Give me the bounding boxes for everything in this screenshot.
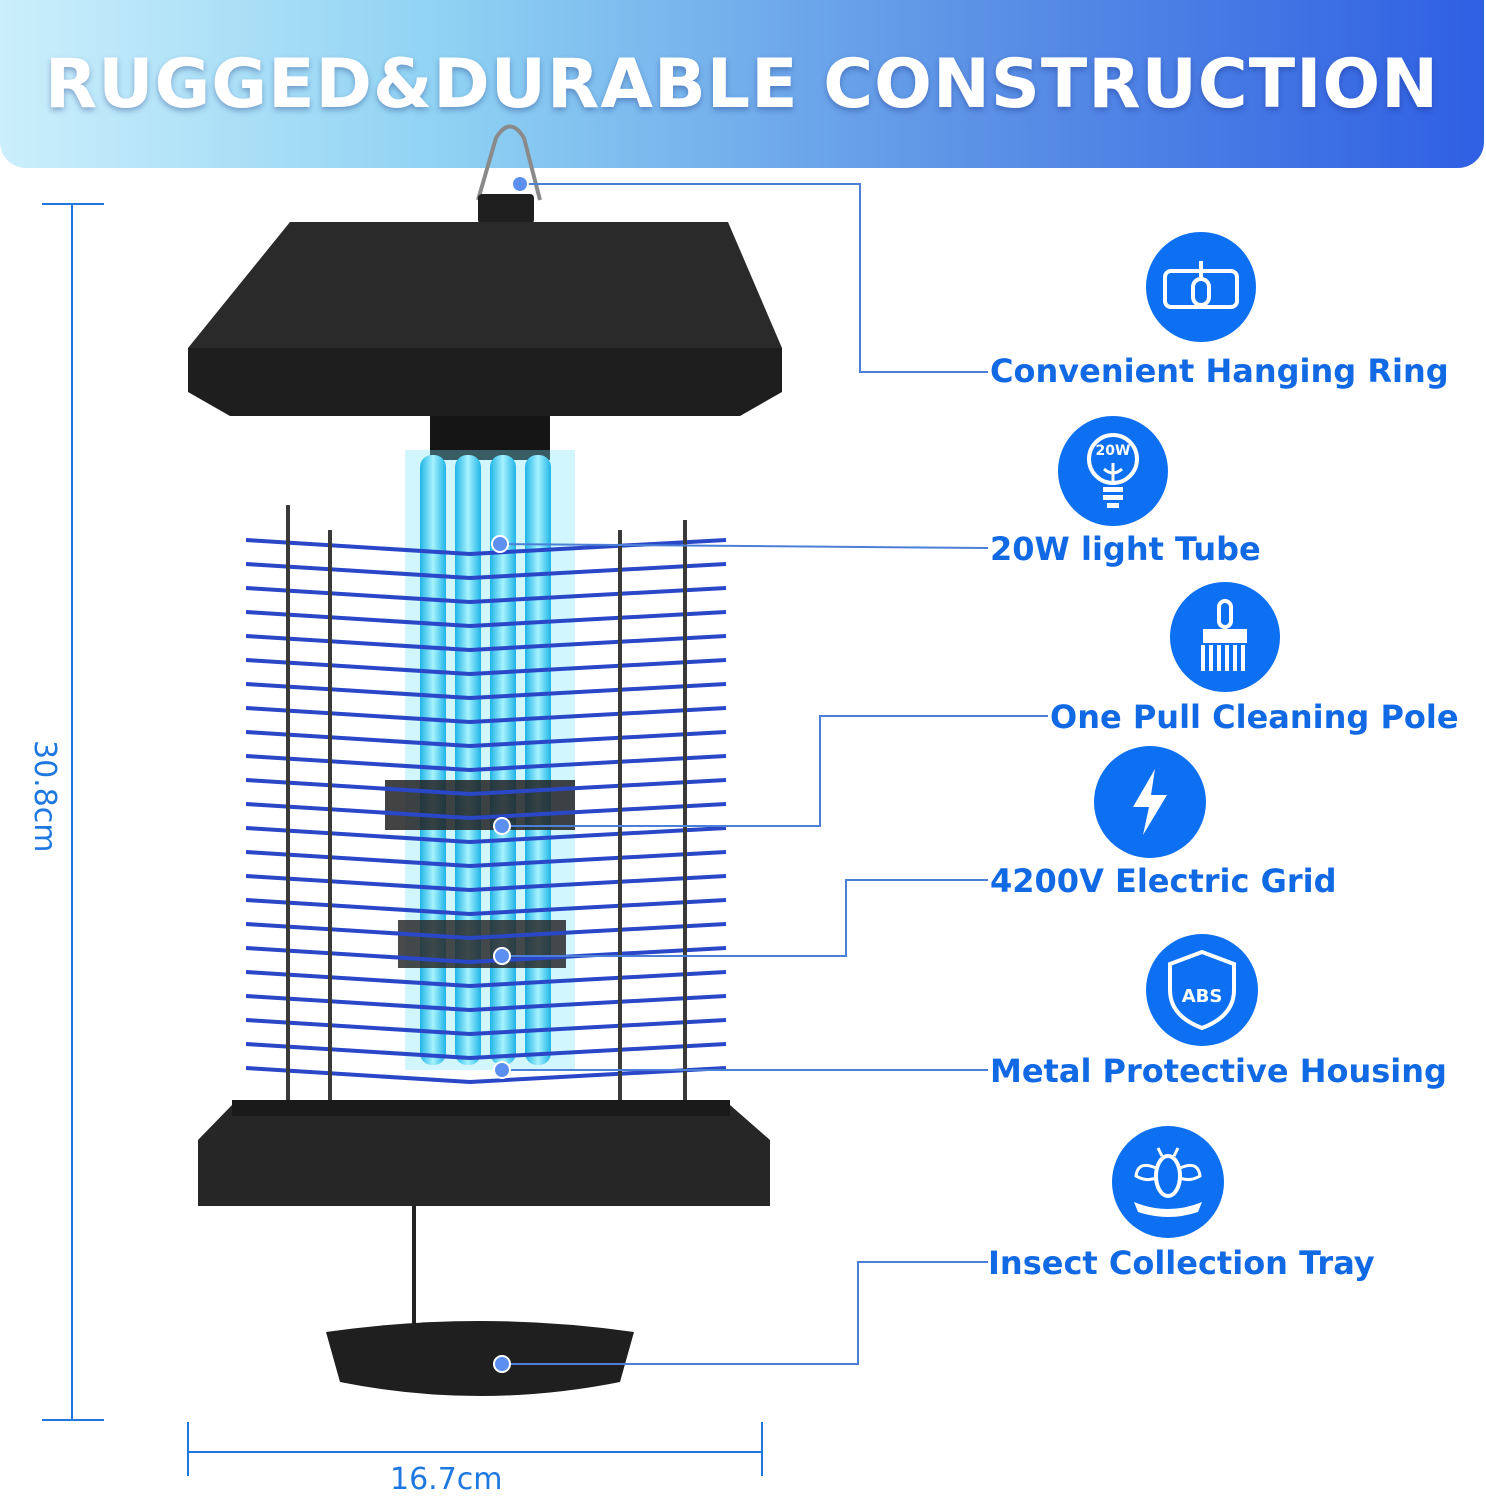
- feature-label-protective-housing: Metal Protective Housing: [990, 1052, 1447, 1090]
- shield-icon: ABS: [1146, 934, 1258, 1046]
- light-bulb-icon: 20W: [1058, 416, 1168, 526]
- grid-wire: [245, 946, 727, 965]
- grid-wire: [245, 826, 727, 845]
- header-banner: RUGGED&DURABLE CONSTRUCTION: [0, 0, 1484, 168]
- grid-wire: [245, 970, 727, 989]
- feature-label-collection-tray: Insect Collection Tray: [988, 1244, 1375, 1282]
- grid-wire: [245, 562, 727, 581]
- banner-title: RUGGED&DURABLE CONSTRUCTION: [44, 44, 1440, 124]
- insect-tray-icon: [1112, 1126, 1224, 1238]
- feature-label-hanging-ring: Convenient Hanging Ring: [990, 352, 1449, 390]
- grid-wire: [245, 898, 727, 917]
- lightning-icon: [1094, 746, 1206, 858]
- bulb-wattage: 20W: [1096, 443, 1131, 459]
- electric-grid: [245, 538, 727, 1085]
- base-housing: [198, 1105, 770, 1206]
- hanging-ring: [476, 124, 542, 201]
- brush-icon: [1170, 582, 1280, 692]
- grid-wire: [245, 754, 727, 773]
- callout-dots: [491, 175, 529, 1373]
- grid-wire: [245, 730, 727, 749]
- grid-wire: [245, 610, 727, 629]
- grid-wire: [245, 634, 727, 653]
- hanging-ring-icon: [1146, 232, 1256, 342]
- roof-top: [188, 222, 782, 348]
- grid-wire: [245, 802, 727, 821]
- feature-label-light-tube: 20W light Tube: [990, 530, 1261, 568]
- hanging-mount: [478, 194, 534, 224]
- tube-clamp: [385, 780, 575, 830]
- width-dimension-label: 16.7cm: [390, 1462, 503, 1497]
- grid-wire: [245, 586, 727, 605]
- grid-wire: [245, 1066, 727, 1085]
- feature-label-electric-grid: 4200V Electric Grid: [990, 862, 1337, 900]
- grid-wire: [245, 658, 727, 677]
- uv-tubes: [405, 450, 575, 1070]
- grid-wire: [245, 922, 727, 941]
- feature-label-cleaning-pole: One Pull Cleaning Pole: [1050, 698, 1459, 736]
- lamp-holder: [430, 416, 550, 460]
- grid-wire: [245, 994, 727, 1013]
- callout-lines: [499, 183, 1048, 1365]
- grid-wire: [245, 874, 727, 893]
- height-dimension-label: 30.8cm: [27, 740, 62, 853]
- grid-wire: [245, 1018, 727, 1037]
- grid-wire: [245, 682, 727, 701]
- grid-wire: [245, 850, 727, 869]
- width-dimension-line: [187, 1422, 763, 1476]
- grid-wire: [245, 706, 727, 725]
- grid-wire: [245, 1042, 727, 1061]
- grid-wire: [245, 778, 727, 797]
- insect-tray: [326, 1321, 634, 1396]
- grid-posts: [286, 505, 687, 1140]
- abs-text: ABS: [1182, 986, 1223, 1007]
- height-dimension-line: [42, 203, 104, 1421]
- roof-base: [188, 348, 782, 416]
